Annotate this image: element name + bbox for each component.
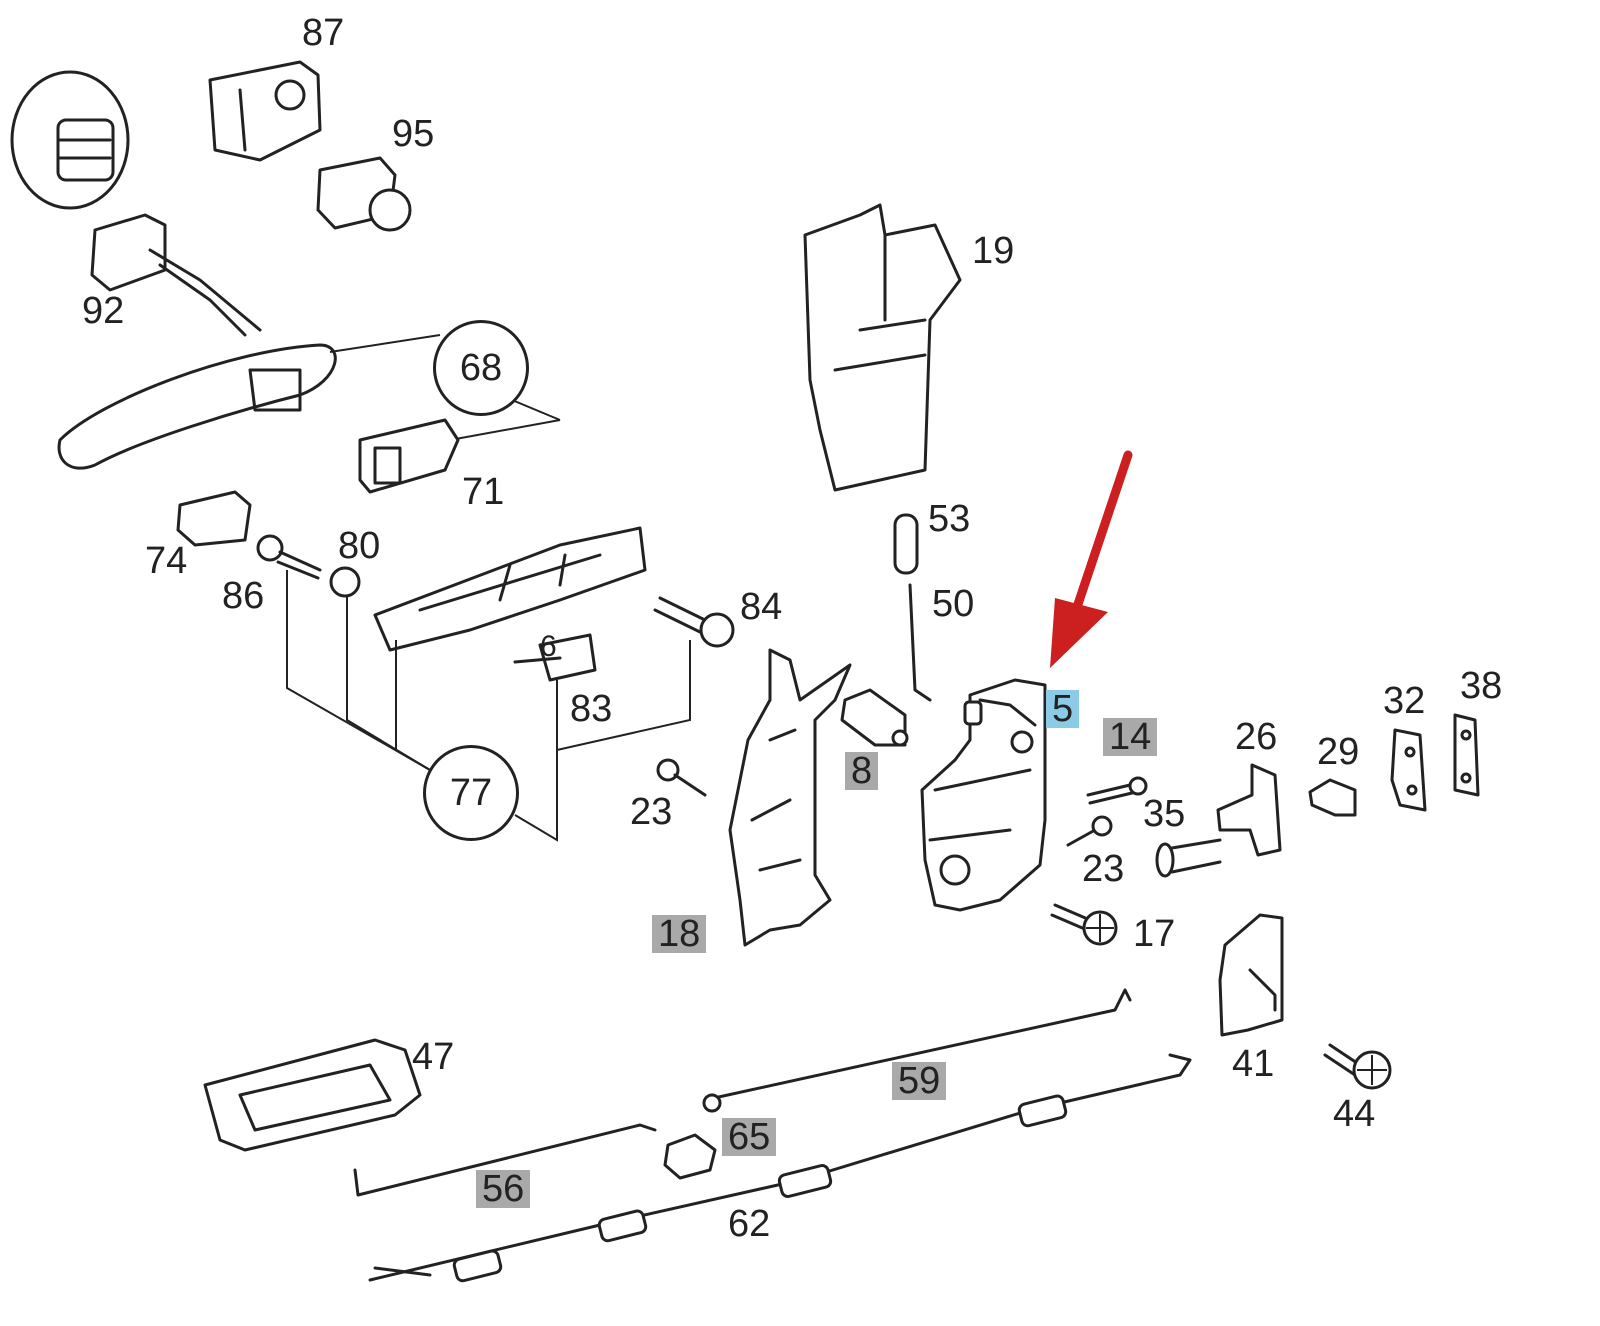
callout-8[interactable]: 8 [845,752,879,790]
callout-41[interactable]: 41 [1232,1043,1275,1085]
part-38-drawing [1453,713,1480,797]
callout-50[interactable]: 50 [932,583,975,625]
callout-84[interactable]: 84 [740,586,783,628]
part-50-drawing [908,583,932,702]
callout-47[interactable]: 47 [412,1036,455,1078]
part-92-drawing [90,213,262,337]
callout-23-right[interactable]: 23 [1082,848,1125,890]
callout-29[interactable]: 29 [1317,731,1360,773]
part-86-drawing [256,534,322,580]
callout-35[interactable]: 35 [1143,793,1186,835]
leader-lines-77 [286,570,691,842]
callout-87[interactable]: 87 [302,12,345,54]
callout-83[interactable]: 83 [570,688,613,730]
callout-44[interactable]: 44 [1333,1093,1376,1135]
callout-71[interactable]: 71 [462,471,505,513]
part-cap-drawing [10,70,130,210]
part-47-drawing [203,1038,422,1152]
part-53-drawing [893,513,919,575]
callout-14[interactable]: 14 [1103,718,1158,756]
callout-6[interactable]: 6 [540,630,557,663]
selection-arrow [1050,450,1133,668]
callout-18[interactable]: 18 [652,915,707,953]
part-26-drawing [1216,763,1282,857]
part-23-left-drawing [656,758,707,797]
part-84-drawing [653,596,735,648]
callout-38[interactable]: 38 [1460,665,1503,707]
part-83-drawing [513,633,597,682]
part-71-drawing [358,418,460,494]
callout-80[interactable]: 80 [338,525,381,567]
part-77-drawing [373,526,647,652]
part-68-drawing [57,334,561,470]
part-44-drawing [1323,1043,1392,1090]
callout-17[interactable]: 17 [1133,913,1176,955]
callout-53[interactable]: 53 [928,498,971,540]
callout-86[interactable]: 86 [222,575,265,617]
callout-68[interactable]: 68 [433,320,529,416]
callout-19[interactable]: 19 [972,230,1015,272]
callout-26[interactable]: 26 [1235,716,1278,758]
part-41-drawing [1218,913,1284,1037]
part-35-drawing [1155,838,1222,878]
callout-92[interactable]: 92 [82,290,125,332]
part-65-drawing [663,1133,717,1180]
callout-65[interactable]: 65 [722,1118,777,1156]
part-95-drawing [316,156,412,232]
callout-62[interactable]: 62 [728,1203,771,1245]
callout-59[interactable]: 59 [892,1062,947,1100]
part-87-drawing [208,60,322,162]
callout-32[interactable]: 32 [1383,680,1426,722]
part-59-drawing [702,988,1132,1113]
part-23-right-drawing [1066,815,1113,847]
part-74-drawing [176,490,252,547]
callout-74[interactable]: 74 [145,540,188,582]
callout-23-left[interactable]: 23 [630,791,673,833]
callout-77[interactable]: 77 [423,745,519,841]
part-32-drawing [1390,728,1427,812]
part-19-drawing [803,203,962,492]
part-56-drawing [353,1123,657,1197]
part-80-drawing [329,566,361,598]
callout-5-selected[interactable]: 5 [1046,690,1080,728]
part-18-drawing [728,648,852,947]
part-62-drawing [368,1053,1192,1283]
part-29-drawing [1308,778,1357,817]
part-5-drawing [920,678,1047,912]
callout-95[interactable]: 95 [392,113,435,155]
part-14-drawing [1086,776,1148,805]
callout-56[interactable]: 56 [476,1170,531,1208]
part-8-drawing [840,688,909,747]
part-17-drawing [1050,903,1118,946]
